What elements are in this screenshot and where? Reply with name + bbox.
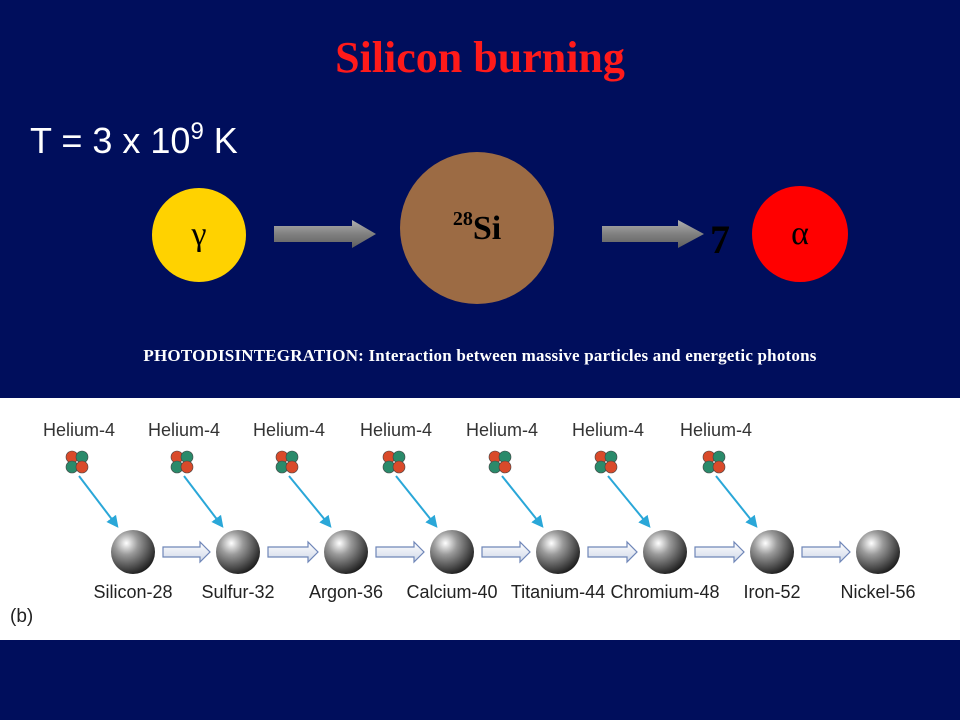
alpha-symbol: α [791,215,809,252]
transition-arrow [375,540,425,564]
helium-label: Helium-4 [466,420,538,440]
panel-label: (b) [10,606,34,627]
arrow-si-to-alpha [602,220,704,248]
helium-label: Helium-4 [572,420,644,440]
silicon-nucleus: 28Si [400,152,554,304]
silicon-mass-number: 28 [452,208,473,230]
nucleus-label: Argon-36 [309,582,383,602]
nucleus-sphere [216,530,260,574]
nucleus-sphere [750,530,794,574]
helium-nucleus-icon [382,450,406,474]
helium-nucleus-icon [170,450,194,474]
nucleus-sphere [324,530,368,574]
nucleus-label: Nickel-56 [840,582,915,602]
transition-arrow [481,540,531,564]
alpha-capture-chain-diagram: Helium-4 Helium-4 Helium-4 Helium-4 Helium-4… [43,420,916,602]
gamma-symbol: γ [191,216,207,253]
capture-arrow [715,475,758,528]
helium-nucleus-icon [594,450,618,474]
temperature-prefix: T = 3 x 10 [30,120,191,161]
capture-arrow [395,475,438,528]
alpha-particle: α [752,186,848,282]
transition-arrow [801,540,851,564]
nucleus-label: Chromium-48 [610,582,719,602]
temperature-label: T = 3 x 109 K [30,118,238,162]
capture-arrow [78,475,119,528]
helium-label: Helium-4 [148,420,220,440]
arrow-gamma-to-si [274,220,376,248]
transition-arrow [694,540,745,564]
nucleus-label: Sulfur-32 [201,582,274,602]
transition-arrow [587,540,638,564]
capture-arrow [288,475,332,528]
gamma-photon: γ [152,188,246,282]
helium-nucleus-icon [65,450,89,474]
transition-arrow [162,540,211,564]
nucleus-sphere [536,530,580,574]
nucleus-label: Silicon-28 [93,582,172,602]
helium-label: Helium-4 [43,420,115,440]
temperature-suffix: K [203,120,238,161]
silicon-symbol: Si [472,210,502,247]
nucleus-sphere [430,530,474,574]
slide-title: Silicon burning [335,33,625,82]
nucleus-sphere [643,530,687,574]
photodisintegration-caption: PHOTODISINTEGRATION: Interaction between… [143,346,817,365]
temperature-exponent: 9 [190,118,204,145]
nucleus-label: Calcium-40 [406,582,497,602]
helium-nucleus-icon [702,450,726,474]
helium-label: Helium-4 [680,420,752,440]
capture-arrow [501,475,544,528]
capture-arrow [183,475,224,528]
transition-arrow [267,540,319,564]
helium-label: Helium-4 [360,420,432,440]
alpha-capture-chain-panel: Helium-4 Helium-4 Helium-4 Helium-4 Helium-4… [0,398,960,640]
nucleus-sphere [111,530,155,574]
helium-nucleus-icon [275,450,299,474]
capture-arrow [607,475,651,528]
nucleus-label: Titanium-44 [511,582,605,602]
nucleus-sphere [856,530,900,574]
nucleus-label: Iron-52 [743,582,800,602]
alpha-count: 7 [710,217,730,262]
helium-nucleus-icon [488,450,512,474]
helium-label: Helium-4 [253,420,325,440]
